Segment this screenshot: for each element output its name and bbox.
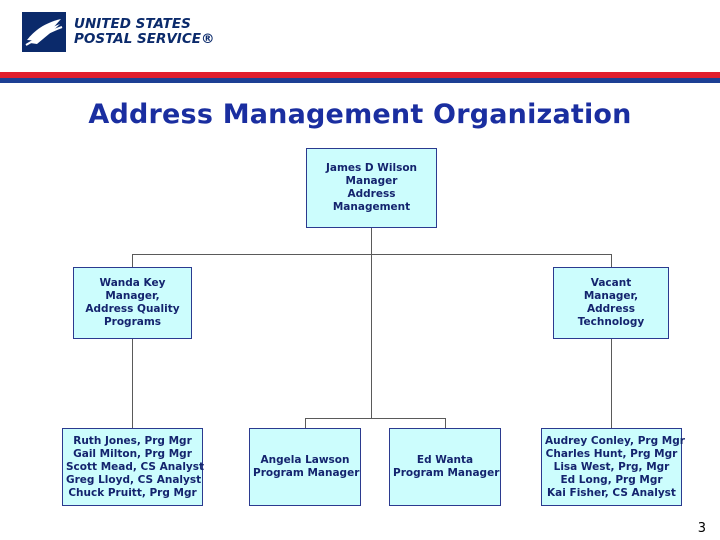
header-rule-blue — [0, 78, 720, 83]
page-number: 3 — [697, 521, 706, 536]
connector-left-manager-down — [132, 254, 133, 267]
page-title: Address Management Organization — [88, 99, 632, 130]
node-left-staff[interactable]: Ruth Jones, Prg Mgr Gail Milton, Prg Mgr… — [62, 428, 205, 506]
usps-wordmark: UNITED STATES POSTAL SERVICE® — [74, 17, 214, 47]
usps-wordmark-line2: POSTAL SERVICE® — [74, 31, 215, 47]
node-left-manager[interactable]: Wanda Key Manager, Address Quality Progr… — [73, 267, 192, 339]
node-root-line-4: Management — [332, 201, 411, 213]
node-root-line-3: Address — [347, 188, 396, 200]
node-right-staff-line-1: Audrey Conley, Prg Mgr — [545, 434, 685, 447]
connector-left-branch — [132, 339, 133, 428]
usps-eagle-icon — [22, 12, 66, 52]
usps-logo: UNITED STATES POSTAL SERVICE® — [22, 12, 214, 52]
node-right-staff-line-2: Charles Hunt, Prg Mgr — [545, 447, 678, 460]
node-right-staff-line-4: Ed Long, Prg Mgr — [560, 473, 663, 486]
node-left-manager-line-2: Manager, — [105, 290, 160, 302]
connector-center-horizontal — [305, 418, 446, 419]
node-right-manager-line-2: Manager, — [583, 290, 639, 302]
node-center-right-staff-line-2: Program Manager — [393, 467, 500, 479]
node-left-staff-line-5: Chuck Pruitt, Prg Mgr — [68, 486, 197, 499]
connector-root-down — [371, 228, 372, 254]
node-root-line-1: James D Wilson — [325, 162, 418, 174]
node-right-staff-line-5: Kai Fisher, CS Analyst — [547, 486, 676, 499]
node-left-manager-line-4: Programs — [103, 316, 162, 328]
node-right-staff-line-3: Lisa West, Prg, Mgr — [553, 460, 670, 473]
node-left-manager-line-3: Address Quality — [85, 303, 180, 315]
header-rule-red — [0, 72, 720, 78]
node-left-staff-line-4: Greg Lloyd, CS Analyst — [66, 473, 202, 486]
node-center-left-staff-line-2: Program Manager — [253, 467, 360, 479]
slide-header: UNITED STATES POSTAL SERVICE® — [0, 0, 720, 72]
node-center-right-staff-line-1: Ed Wanta — [416, 454, 474, 466]
node-right-staff[interactable]: Audrey Conley, Prg Mgr Charles Hunt, Prg… — [541, 428, 685, 506]
connector-center-left-down — [305, 418, 306, 428]
connector-right-branch — [611, 339, 612, 428]
node-right-manager-line-4: Technology — [577, 316, 645, 328]
connector-right-manager-down — [611, 254, 612, 267]
node-right-manager-line-3: Address — [587, 303, 635, 315]
connector-center-trunk — [371, 254, 372, 418]
node-right-manager-line-1: Vacant — [590, 277, 632, 289]
node-center-left-staff-line-1: Angela Lawson — [260, 454, 350, 466]
node-right-manager[interactable]: Vacant Manager, Address Technology — [553, 267, 669, 339]
node-left-staff-line-1: Ruth Jones, Prg Mgr — [73, 434, 192, 447]
connector-center-right-down — [445, 418, 446, 428]
node-left-staff-line-2: Gail Milton, Prg Mgr — [73, 447, 192, 460]
node-center-left-staff[interactable]: Angela Lawson Program Manager — [249, 428, 361, 506]
node-left-manager-line-1: Wanda Key — [99, 277, 166, 289]
node-root-line-2: Manager — [345, 175, 398, 187]
usps-wordmark-line1: UNITED STATES — [74, 16, 191, 32]
node-root[interactable]: James D Wilson Manager Address Managemen… — [306, 148, 437, 228]
node-center-right-staff[interactable]: Ed Wanta Program Manager — [389, 428, 501, 506]
node-left-staff-line-3: Scott Mead, CS Analyst — [66, 460, 205, 473]
